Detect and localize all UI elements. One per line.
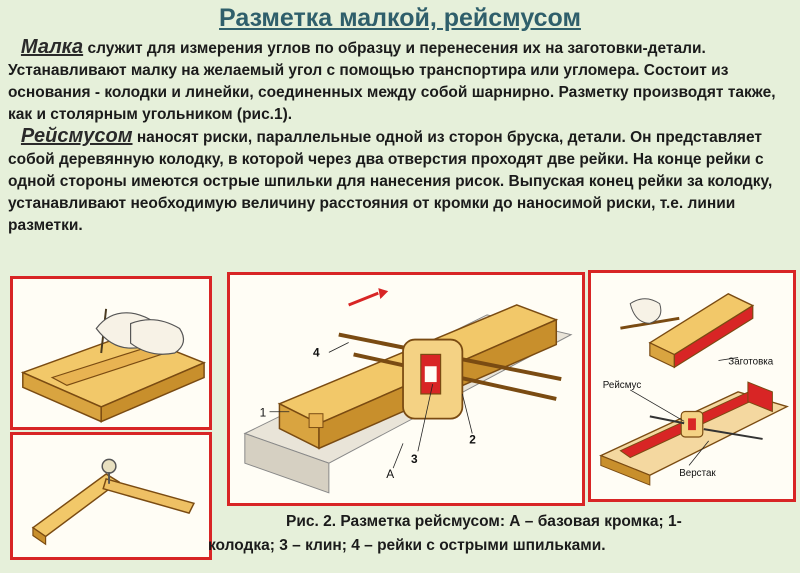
label-2: 2 bbox=[469, 432, 476, 446]
caption-line-2: колодка; 3 – клин; 4 – рейки с острыми ш… bbox=[208, 537, 606, 554]
figure-reismus-center: 4 1 2 3 А bbox=[227, 272, 585, 506]
figure-reismus-right: Заготовка Рейсмус Верстак bbox=[588, 270, 796, 502]
figure-caption: Рис. 2. Разметка рейсмусом: А – базовая … bbox=[8, 510, 788, 558]
label-a: А bbox=[386, 467, 394, 481]
malka-marking-illustration bbox=[20, 308, 207, 423]
label-reismus: Рейсмус bbox=[603, 380, 642, 391]
reismus-workbench-illustration: Заготовка Рейсмус Верстак bbox=[599, 293, 789, 486]
caption-line-1: Рис. 2. Разметка рейсмусом: А – базовая … bbox=[286, 513, 682, 530]
label-verstak: Верстак bbox=[679, 468, 716, 479]
term-reismus: Рейсмусом bbox=[20, 125, 133, 147]
label-4: 4 bbox=[313, 345, 320, 359]
label-zagotovka: Заготовка bbox=[728, 356, 773, 367]
figure-malka-tool bbox=[10, 432, 212, 560]
reismus-illustration: 4 1 2 3 А bbox=[243, 288, 573, 494]
paragraph-malka-text: служит для измерения углов по образцу и … bbox=[8, 40, 776, 123]
malka-tool-illustration bbox=[31, 458, 196, 546]
paragraph-reismus-text: наносят риски, параллельные одной из сто… bbox=[8, 129, 773, 234]
paragraph-reismus: Рейсмусом наносят риски, параллельные од… bbox=[8, 125, 794, 237]
term-malka: Малка bbox=[20, 36, 84, 58]
label-1: 1 bbox=[260, 406, 267, 420]
page-title: Разметка малкой, рейсмусом bbox=[219, 4, 581, 32]
hinge-screw-icon bbox=[101, 458, 117, 474]
label-3: 3 bbox=[411, 452, 418, 466]
figure-malka-marking bbox=[10, 276, 212, 430]
paragraph-malka: Малка служит для измерения углов по обра… bbox=[8, 36, 794, 126]
